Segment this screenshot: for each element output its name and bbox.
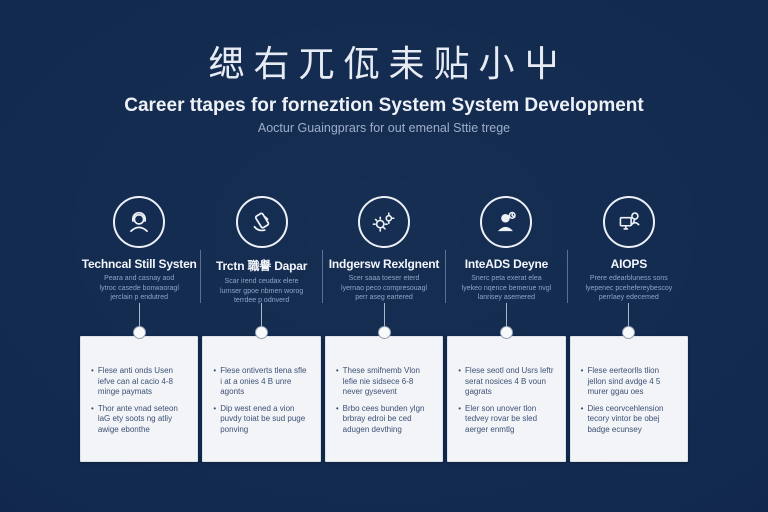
icon-circle <box>480 196 533 248</box>
title-cjk: 缌右兀佤耒贴小屮 <box>208 43 569 84</box>
bullet-item: • These smifnemb Vlon lefie nie sidsece … <box>335 366 420 396</box>
bullet-item: • Flese ontiverts tlena sfle i at a onie… <box>213 366 307 396</box>
column-divider <box>567 250 569 303</box>
column-heading: AIOPS <box>610 257 648 271</box>
connector-dot <box>377 326 391 339</box>
column-subtext: Scer saaa toeser eterd lyernao peco comp… <box>341 275 428 301</box>
column-tech-depar: Trctn 職譽 Dapar Scar irend ceudax elere l… <box>202 196 324 464</box>
column-aiops: AIOPS Prere edearbluness sons lyepenec p… <box>569 196 689 464</box>
column-heading: InteADS Deyne <box>464 257 549 271</box>
person-computer-icon <box>614 207 644 237</box>
icon-circle <box>235 196 288 248</box>
column-subtext: Prere edearbluness sons lyepenec pcehefe… <box>585 275 673 301</box>
bullet-item: • Dip west ened a vion puvdy toiat be su… <box>213 403 306 434</box>
connector-dot <box>132 326 146 339</box>
column-divider <box>444 250 446 303</box>
bullet-marker: • <box>91 366 94 375</box>
phone-hand-icon <box>247 207 277 237</box>
bullet-marker: • <box>580 403 584 413</box>
icon-circle <box>113 196 166 248</box>
connector-line <box>628 303 630 327</box>
bullet-item: • Dies ceorvcehlension tecory vintor be … <box>580 403 664 434</box>
detail-card: • These smifnemb Vlon lefie nie sidsece … <box>324 336 444 462</box>
slide-header: 缌右兀佤耒贴小屮 Career ttapes for forneztion Sy… <box>0 44 768 136</box>
person-badge-icon <box>491 207 521 237</box>
subtitle: Aoctur Guaingprars for out emenal Sttie … <box>257 121 511 135</box>
bullet-marker: • <box>335 366 339 375</box>
bullet-item: • Thor ante vnad seteon laG ety soots ng… <box>91 403 178 434</box>
detail-card: • Flese anti onds Usen iefve can al caci… <box>80 336 199 462</box>
column-heading: Trctn 職譽 Dapar <box>215 259 308 273</box>
icon-circle <box>358 196 411 248</box>
connector-line <box>138 303 140 327</box>
bullet-item: • Brbo cees bunden ylgn brbray edroi be … <box>335 403 425 434</box>
column-subtext: Snerc peta exerat elea lyekeo nqence bem… <box>461 275 552 301</box>
detail-card: • Flese seotl ond Usrs leftr serat nosic… <box>447 336 566 462</box>
connector-dot <box>255 326 269 339</box>
bullet-item: • Flese anti onds Usen iefve can al caci… <box>91 366 173 396</box>
bullet-marker: • <box>335 403 339 413</box>
connector-line <box>261 303 263 327</box>
column-subtext: Peara and casnay aod lytroc casede bonwa… <box>99 275 179 301</box>
bullet-item: • Flese eerteorlls tlion jellon sind avd… <box>580 366 661 396</box>
column-subtext: Scar irend ceudax elere lurnser gpoe nbm… <box>219 278 304 304</box>
column-inteads: InteADS Deyne Snerc peta exerat elea lye… <box>447 196 569 464</box>
title-english: Career ttapes for forneztion System Syst… <box>124 95 644 116</box>
connector-dot <box>622 326 636 339</box>
connector-line <box>383 303 385 327</box>
support-agent-icon <box>124 207 154 237</box>
bullet-marker: • <box>91 403 94 413</box>
bullet-marker: • <box>458 366 462 375</box>
column-indgersw: Indgersw Rexlgnent Scer saaa toeser eter… <box>324 196 446 464</box>
bullet-marker: • <box>458 403 462 413</box>
detail-card: • Flese eerteorlls tlion jellon sind avd… <box>569 336 689 462</box>
bullet-marker: • <box>213 366 217 375</box>
bullet-marker: • <box>213 403 217 413</box>
column-heading: Techncal Still Systen <box>81 257 197 271</box>
connector-line <box>505 303 507 327</box>
bullet-item: • Eler son unover tlon tedvey rovar be s… <box>458 403 538 434</box>
column-divider <box>199 250 201 303</box>
column-divider <box>322 250 324 303</box>
bullet-marker: • <box>580 366 584 375</box>
column-technical-skill: Techncal Still Systen Peara and casnay a… <box>80 196 201 464</box>
bullet-item: • Flese seotl ond Usrs leftr serat nosic… <box>458 366 554 396</box>
detail-card: • Flese ontiverts tlena sfle i at a onie… <box>202 336 321 462</box>
gears-icon <box>369 207 399 237</box>
icon-circle <box>602 196 655 248</box>
connector-dot <box>499 326 513 339</box>
column-heading: Indgersw Rexlgnent <box>328 257 440 271</box>
career-path-columns: Techncal Still Systen Peara and casnay a… <box>80 196 689 464</box>
